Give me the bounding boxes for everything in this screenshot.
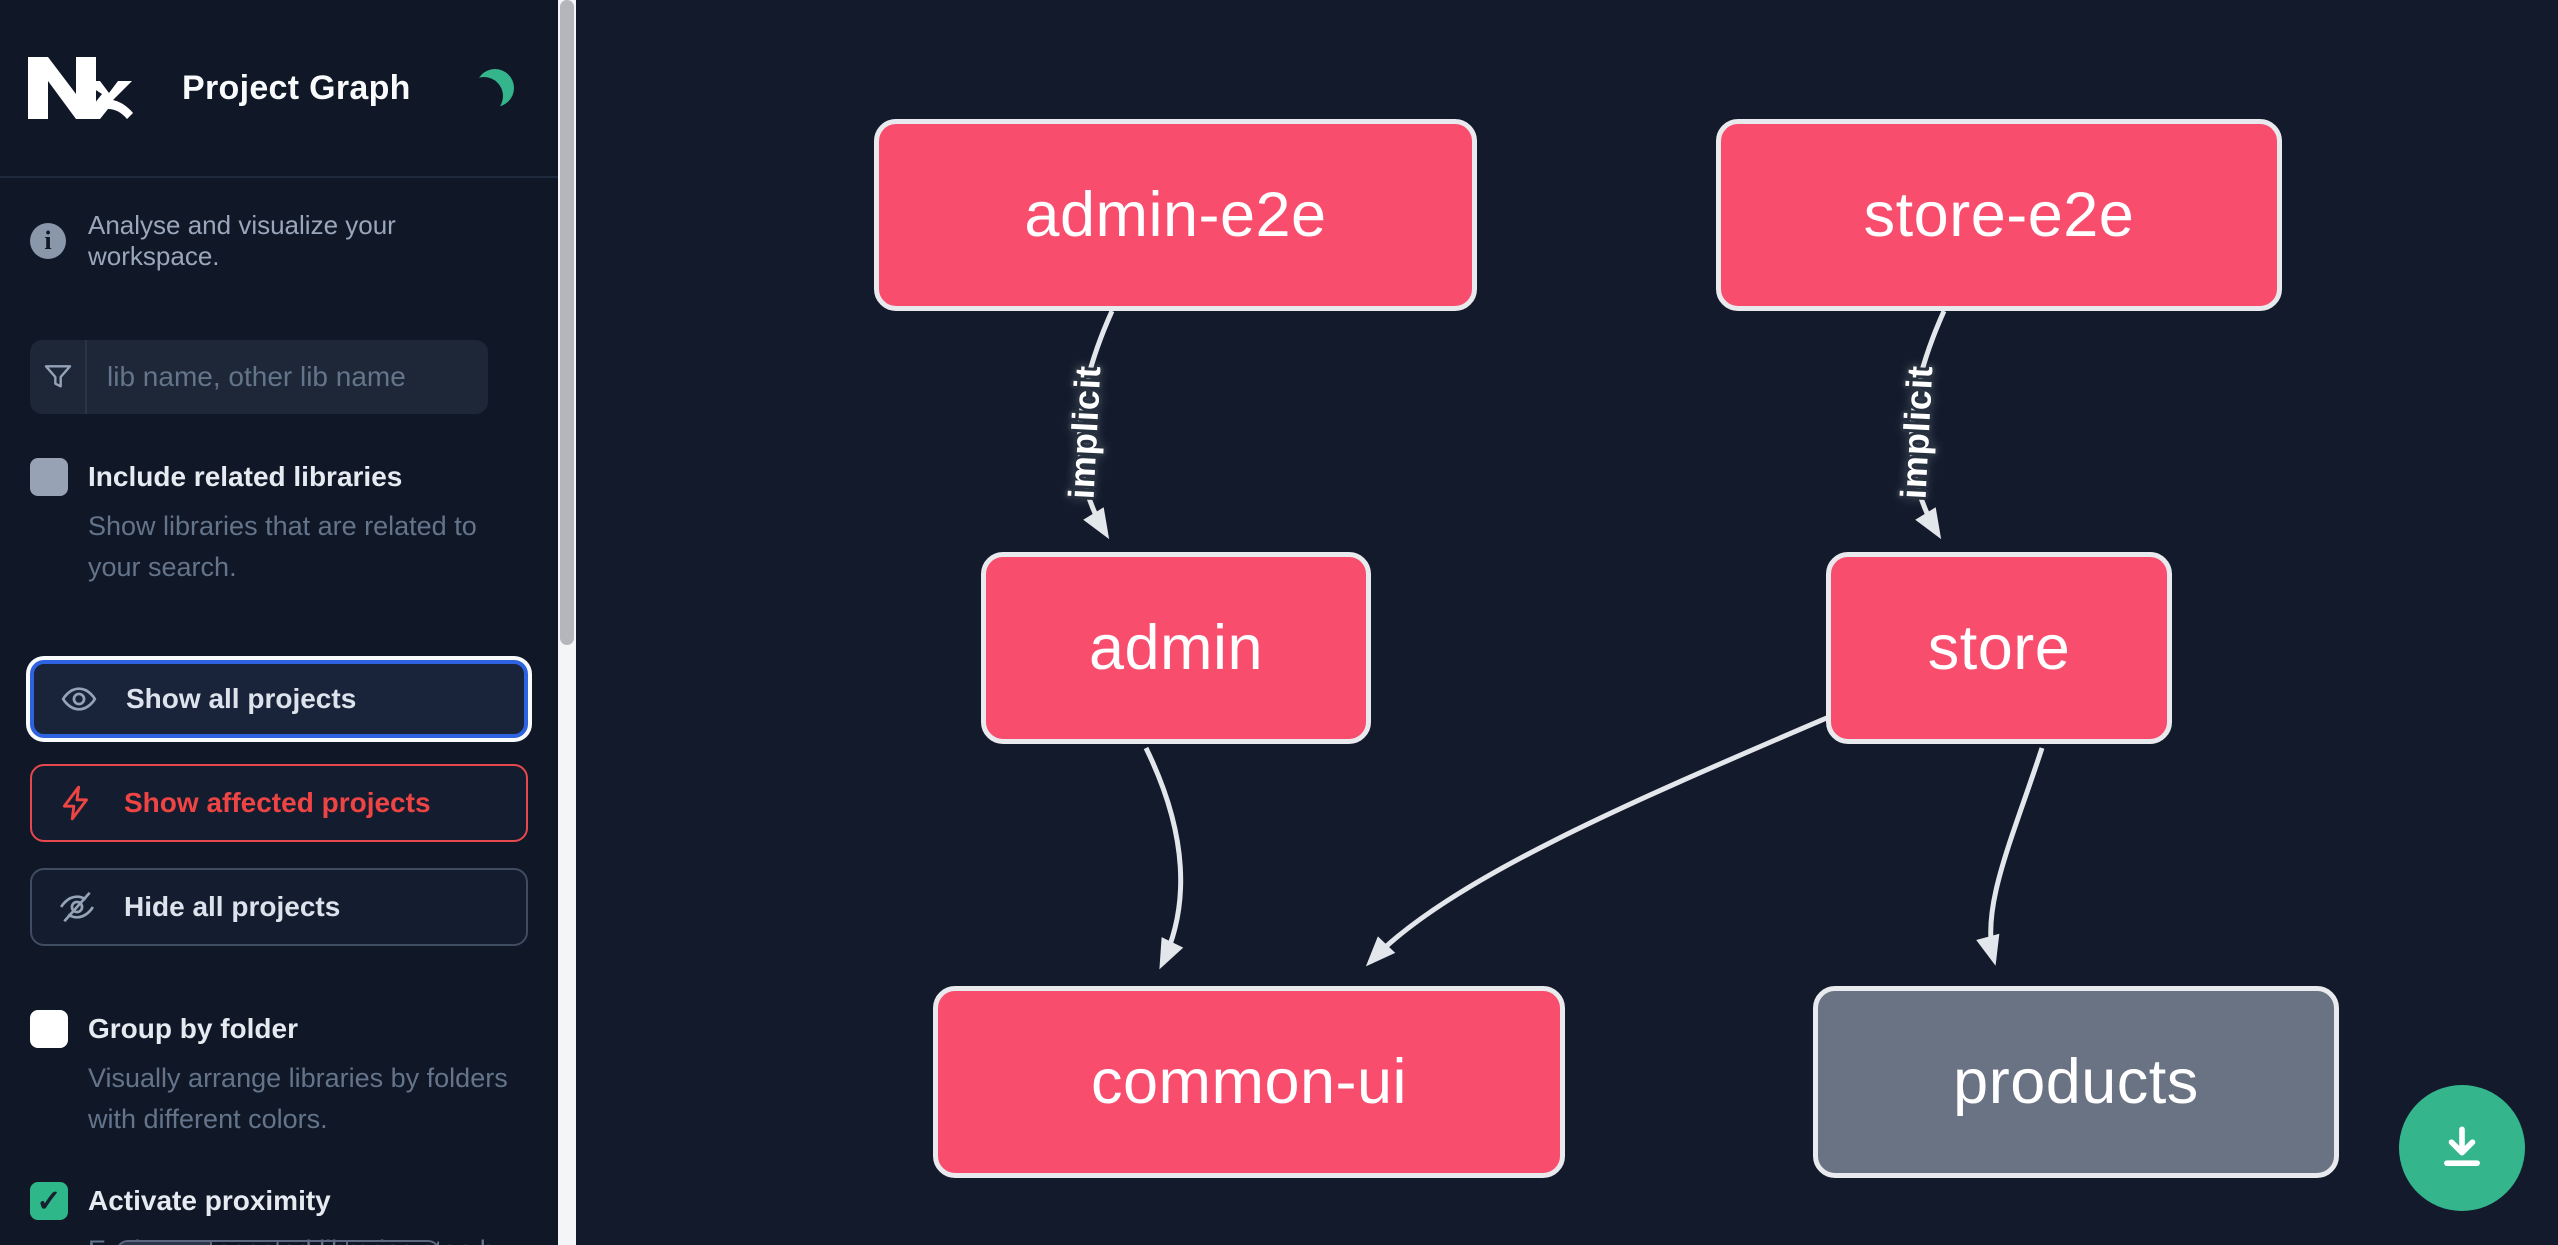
workspace-info: i Analyse and visualize your workspace. [30,210,528,272]
graph-node-common-ui[interactable]: common-ui [933,986,1565,1178]
graph-node-products[interactable]: products [1813,986,2339,1178]
proximity-stepper[interactable] [116,1240,440,1245]
include-related-checkbox[interactable] [30,458,68,496]
edge-admin-to-common-ui [1143,746,1184,970]
edge-store-to-products [1976,747,2045,966]
group-by-folder-checkbox[interactable] [30,1010,68,1048]
scrollbar-thumb[interactable] [560,0,574,645]
info-text: Analyse and visualize your workspace. [88,210,396,271]
activate-proximity-label: Activate proximity [88,1185,331,1216]
download-icon [2444,1126,2480,1166]
graph-node-admin[interactable]: admin [981,552,1371,744]
graph-node-store-e2e[interactable]: store-e2e [1716,119,2282,311]
include-related-description: Show libraries that are related to your … [88,511,477,582]
group-by-folder-label: Group by folder [88,1013,298,1044]
show-all-projects-label: Show all projects [126,683,357,714]
edge-store-e2e-to-store [1909,309,1947,540]
activate-proximity-checkbox[interactable]: ✓ [30,1182,68,1220]
node-label: common-ui [1090,1047,1408,1117]
dark-mode-moon-icon[interactable] [476,69,514,107]
edge-label-implicit-store: implicit [1892,363,1941,500]
option-group-by-folder: Group by folder Visually arrange librari… [30,1010,528,1140]
node-label: store-e2e [1863,180,2135,250]
edge-store-to-common-ui [1365,711,1837,967]
show-affected-projects-button[interactable]: Show affected projects [30,764,528,842]
edge-label-implicit-admin: implicit [1060,363,1109,500]
download-graph-button[interactable] [2399,1085,2525,1211]
node-label: admin-e2e [1024,180,1327,250]
eye-icon [61,687,97,711]
graph-node-store[interactable]: store [1826,552,2172,744]
graph-node-admin-e2e[interactable]: admin-e2e [874,119,1477,311]
show-all-projects-button[interactable]: Show all projects [30,660,528,738]
hide-all-projects-label: Hide all projects [124,891,341,922]
node-label: store [1927,613,2071,683]
sidebar-header: Project Graph [0,0,558,178]
nx-logo [28,57,133,119]
option-include-related: Include related libraries Show libraries… [30,458,528,588]
sidebar: Project Graph i Analyse and visualize yo… [0,0,558,1245]
sidebar-scrollbar[interactable] [558,0,576,1245]
option-activate-proximity: ✓ Activate proximity Explore connected l… [30,1182,528,1245]
hide-all-projects-button[interactable]: Hide all projects [30,868,528,946]
node-label: admin [1088,613,1264,683]
include-related-label: Include related libraries [88,461,403,492]
library-search [30,340,488,414]
group-by-folder-description: Visually arrange libraries by folders wi… [88,1063,508,1134]
proximity-value-field [212,1242,348,1245]
eye-off-icon [59,891,95,923]
page-title: Project Graph [182,68,411,107]
edge-admin-e2e-to-admin [1077,309,1115,540]
check-icon: ✓ [36,1184,62,1218]
proximity-decrement-button[interactable] [118,1242,212,1245]
project-visibility-buttons: Show all projects Show affected projects… [30,660,528,946]
lightning-bolt-icon [62,785,88,821]
node-label: products [1953,1047,2199,1117]
search-input[interactable] [87,340,488,414]
filter-icon [30,340,87,414]
info-icon: i [30,223,66,259]
show-affected-projects-label: Show affected projects [124,787,431,818]
